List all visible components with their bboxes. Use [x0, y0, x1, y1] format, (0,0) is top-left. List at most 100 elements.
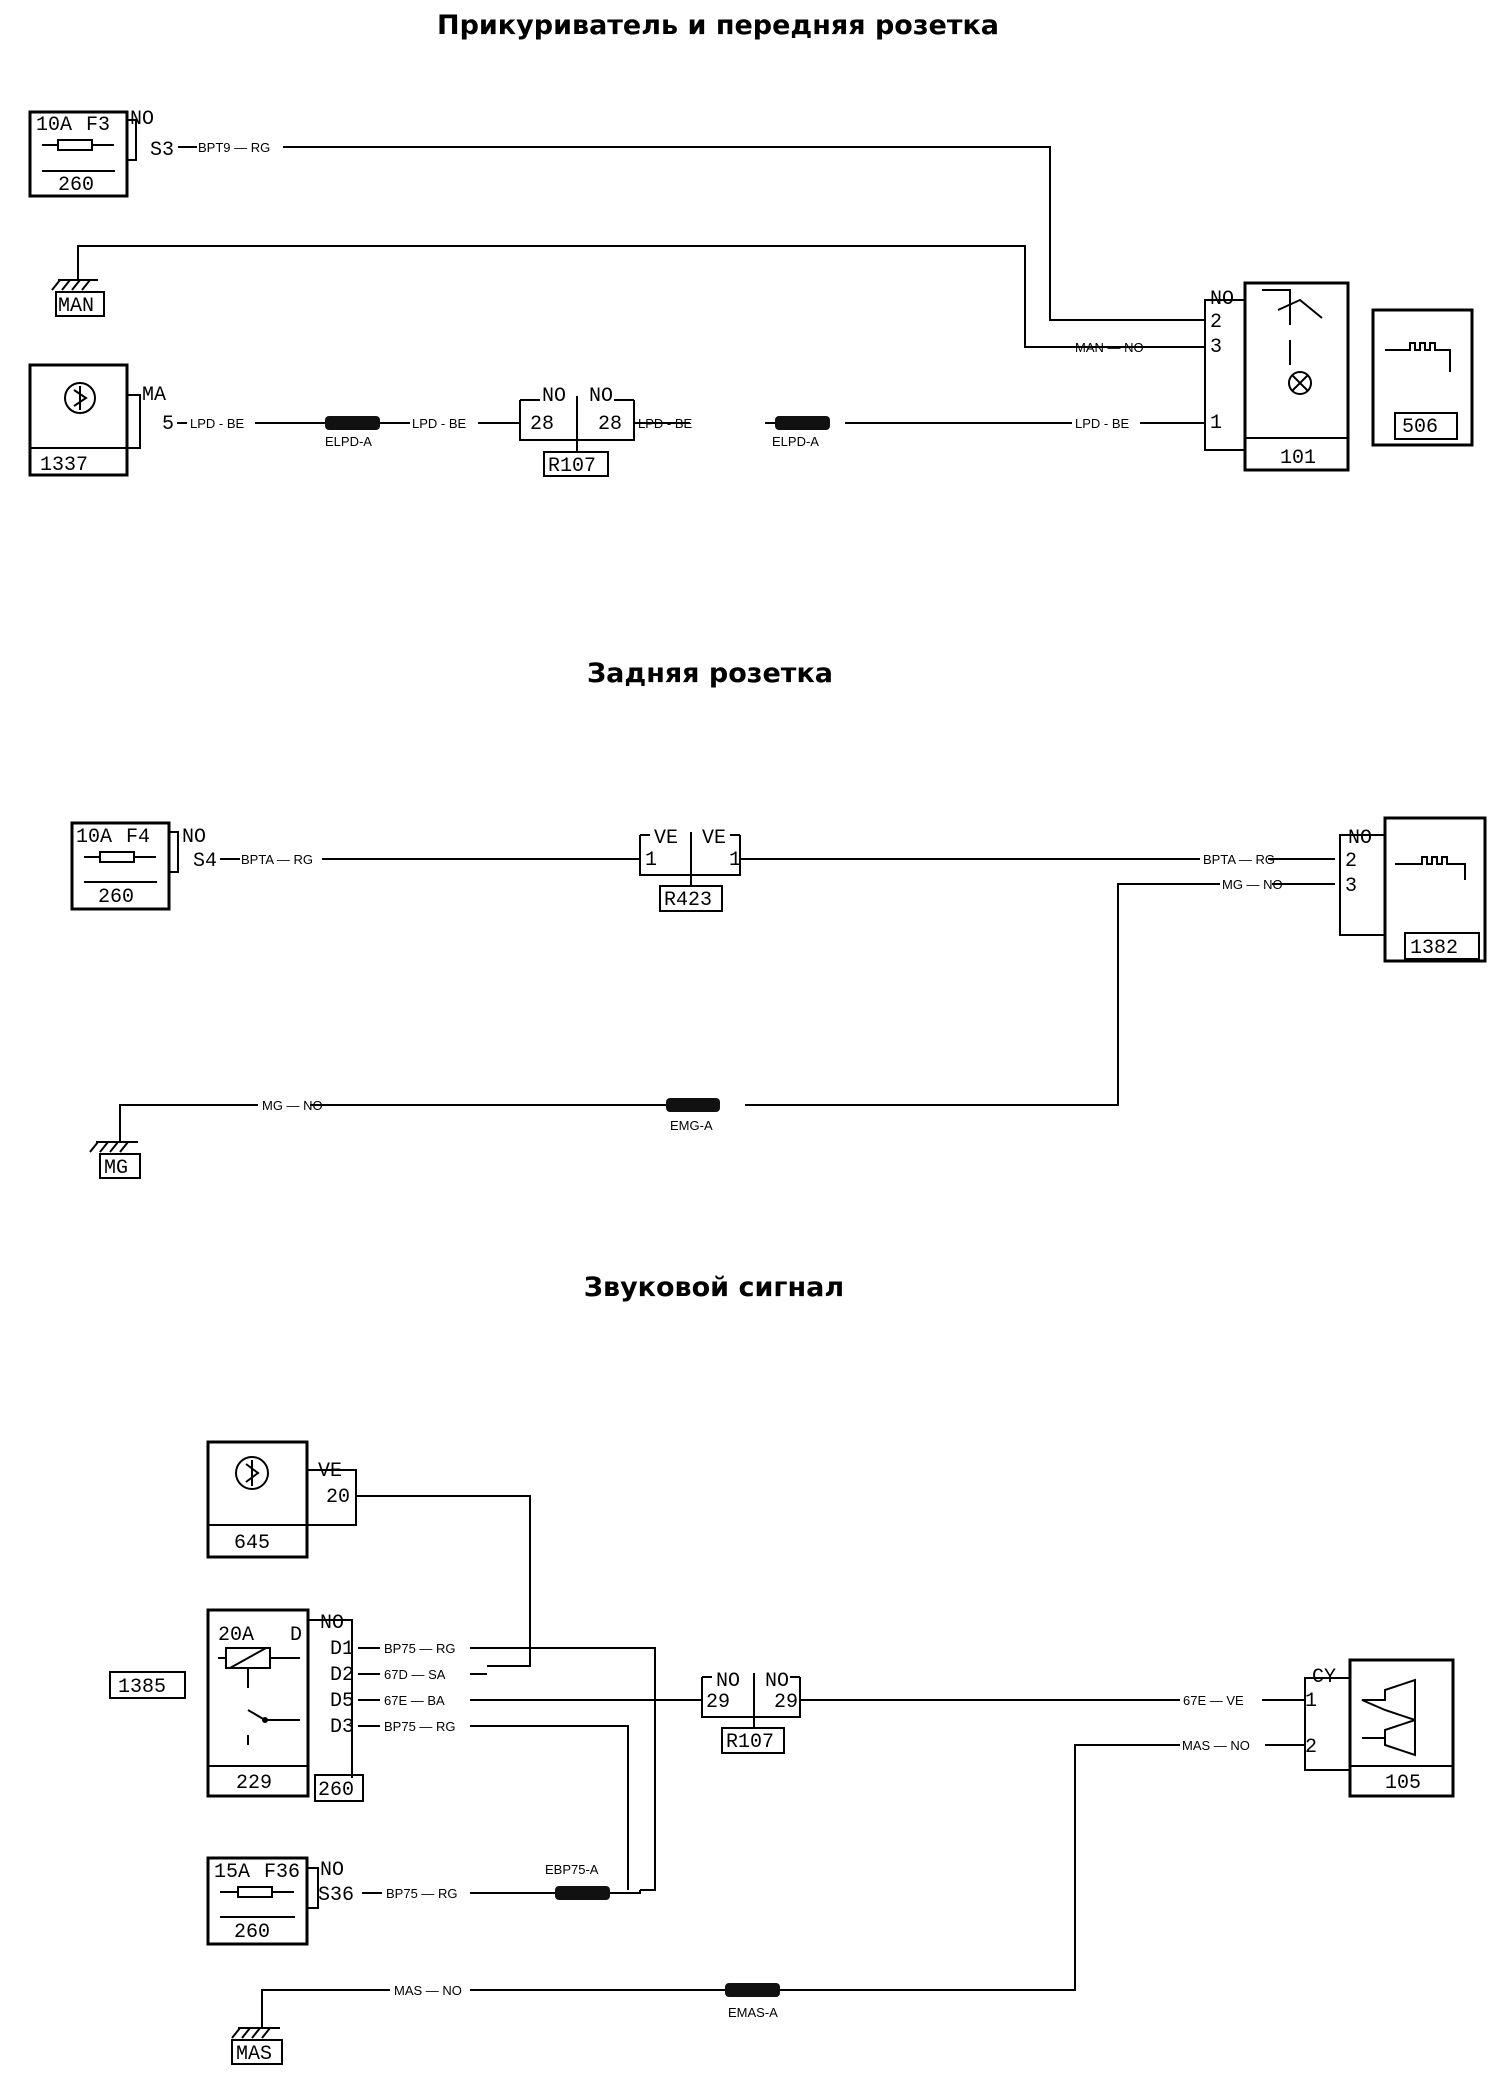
wire-label: MAS — NO — [394, 1983, 462, 1998]
fuse-id: F3 — [86, 114, 110, 137]
horn-105: CY 1 2 105 — [1304, 1658, 1455, 1798]
horn-fuse: 15A F36 260 — [206, 1856, 309, 1946]
fuse-pin: S3 — [150, 139, 174, 162]
connector-elpd-a — [775, 416, 830, 430]
ground-icon — [89, 1141, 138, 1153]
wire-label: LPD - BE — [1075, 416, 1130, 431]
clock-icon — [235, 1456, 269, 1490]
relay-id: R107 — [548, 455, 596, 478]
fuse-bracket — [127, 119, 137, 161]
svg-text:29: 29 — [706, 1691, 730, 1714]
wire-label: BP75 — RG — [384, 1641, 456, 1656]
rear-socket: NO 2 3 1382 — [1339, 816, 1487, 963]
wire-label: BP75 — RG — [384, 1719, 456, 1734]
relay-id: R423 — [664, 889, 712, 912]
connector-emg-a — [666, 1098, 720, 1112]
heater-icon — [1262, 289, 1323, 365]
wire-rear-ground — [310, 883, 1335, 1106]
fuse-icon — [57, 139, 93, 151]
svg-text:NO: NO — [320, 1612, 344, 1635]
svg-text:20: 20 — [326, 1486, 350, 1509]
wire-label: BPT9 — RG — [198, 140, 270, 155]
svg-text:260: 260 — [234, 1921, 270, 1944]
svg-text:S36: S36 — [318, 1884, 354, 1907]
svg-text:28: 28 — [598, 413, 622, 436]
lighter-unit: NO 2 3 1 101 — [1204, 281, 1350, 472]
connector-label: ELPD-A — [772, 434, 819, 449]
connector-emas-a — [725, 1983, 780, 1997]
horn-icon — [1361, 1678, 1416, 1757]
module-unit: 1337 — [40, 454, 88, 477]
wire-label: LPD - BE — [190, 416, 245, 431]
ground-label: MG — [104, 1157, 128, 1180]
svg-text:10A: 10A — [76, 826, 112, 849]
svg-text:3: 3 — [1210, 336, 1222, 359]
module-color: MA — [142, 384, 166, 407]
lighter-unit-id: 101 — [1280, 447, 1316, 470]
svg-text:NO: NO — [716, 1670, 740, 1693]
wire-label: BPTA — RG — [1203, 852, 1275, 867]
connector-label: EMG-A — [670, 1118, 713, 1133]
svg-text:NO: NO — [182, 826, 206, 849]
ground-icon — [51, 279, 98, 291]
fuse-icon — [237, 1886, 273, 1898]
svg-text:229: 229 — [236, 1772, 272, 1795]
svg-text:D2: D2 — [330, 1664, 354, 1687]
svg-text:CY: CY — [1312, 1666, 1336, 1689]
wire-horn-fuse — [362, 1890, 641, 1894]
svg-text:NO: NO — [1348, 827, 1372, 850]
svg-text:NO: NO — [320, 1859, 344, 1882]
connector-ebp75-a — [555, 1886, 610, 1900]
svg-text:VE: VE — [702, 827, 726, 850]
lamp-icon — [1288, 371, 1312, 395]
horn-fusebox-229: 20A D 229 — [206, 1608, 310, 1798]
svg-text:28: 28 — [530, 413, 554, 436]
ground-label: MAN — [58, 295, 94, 318]
svg-text:29: 29 — [774, 1691, 798, 1714]
socket-unit: 506 — [1402, 416, 1438, 439]
relay-r423: VE VE 1 1 R423 — [639, 827, 741, 912]
svg-text:D1: D1 — [330, 1638, 354, 1661]
fuse-icon — [99, 851, 135, 863]
fusebox-unit-2: 260 — [318, 1779, 354, 1802]
socket-506: 506 — [1371, 308, 1474, 447]
wire-label: BP75 — RG — [386, 1886, 458, 1901]
svg-text:2: 2 — [1345, 850, 1357, 873]
module-pin: 5 — [162, 413, 174, 436]
wire-label: BPTA — RG — [241, 852, 313, 867]
connector-label: ELPD-A — [325, 434, 372, 449]
wire-label: 67E — BA — [384, 1693, 445, 1708]
wires-fusebox-out — [358, 1647, 702, 1891]
wire-label: MAN — NO — [1075, 340, 1144, 355]
svg-text:NO: NO — [542, 385, 566, 408]
clock-icon — [64, 382, 96, 414]
wire-module-to-fusebox — [356, 1495, 531, 1667]
ground-label: MAS — [236, 2043, 272, 2066]
horn-module-645: 645 — [206, 1440, 309, 1559]
wire-man-ground — [77, 245, 1205, 348]
wire-label: MAS — NO — [1182, 1738, 1250, 1753]
lighter-color: NO — [1210, 288, 1234, 311]
wire-label: 67D — SA — [384, 1667, 446, 1682]
svg-text:D: D — [290, 1624, 302, 1647]
svg-text:1: 1 — [645, 849, 657, 872]
wire-label: LPD - BE — [638, 416, 693, 431]
svg-text:D3: D3 — [330, 1716, 354, 1739]
connector-label: EBP75-A — [545, 1862, 599, 1877]
wire-label: MG — NO — [262, 1098, 323, 1113]
svg-text:VE: VE — [654, 827, 678, 850]
socket-unit: 1382 — [1410, 937, 1458, 960]
lighter-fuse: 10A F3 260 — [28, 110, 129, 198]
title-rear-socket: Задняя розетка — [587, 658, 833, 689]
connector-elpd-a — [325, 416, 380, 430]
svg-text:3: 3 — [1345, 875, 1357, 898]
svg-text:20A: 20A — [218, 1624, 254, 1647]
svg-text:1: 1 — [1305, 1690, 1317, 1713]
relay-r107-horn: NO NO 29 29 R107 — [701, 1670, 801, 1754]
fuse-rating: 10A — [36, 114, 72, 137]
socket-icon — [1385, 342, 1451, 372]
relay-id: R107 — [726, 1731, 774, 1754]
wire-horn-ground — [470, 1744, 1305, 1991]
